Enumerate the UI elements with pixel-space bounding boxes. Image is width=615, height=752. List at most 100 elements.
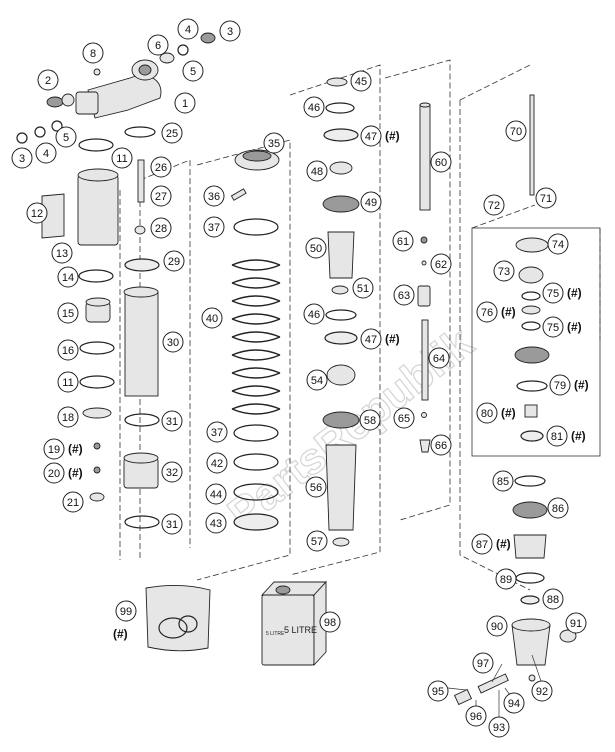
svg-text:74: 74 [552, 239, 564, 251]
callout-37-a: 37 [203, 216, 225, 238]
callout-80: 80 [476, 402, 498, 424]
hash-75b: (#) [567, 320, 582, 334]
svg-text:65: 65 [398, 413, 410, 425]
adjuster-leader-lines [447, 654, 543, 718]
callout-49: 49 [360, 191, 382, 213]
callout-81: 81 [546, 425, 568, 447]
svg-text:8: 8 [90, 48, 96, 60]
callout-31-a: 31 [161, 410, 183, 432]
callout-30: 30 [162, 331, 184, 353]
svg-text:40: 40 [206, 313, 218, 325]
svg-text:32: 32 [166, 467, 178, 479]
svg-text:12: 12 [31, 208, 43, 220]
svg-text:56: 56 [310, 482, 322, 494]
callout-91: 91 [565, 612, 587, 634]
svg-text:1: 1 [182, 98, 188, 110]
damper-body [123, 159, 160, 489]
callout-94: 94 [503, 692, 525, 714]
svg-text:47: 47 [365, 131, 377, 143]
callout-75-a: 75 [542, 282, 564, 304]
svg-text:13: 13 [56, 248, 68, 260]
hash-20: (#) [68, 466, 83, 480]
svg-text:98: 98 [324, 617, 336, 629]
callout-95: 95 [427, 680, 449, 702]
svg-text:73: 73 [498, 266, 510, 278]
hash-79: (#) [574, 378, 589, 392]
piston-rod-parts [417, 102, 431, 453]
callout-47-a: 47 [360, 125, 382, 147]
hash-81: (#) [571, 429, 586, 443]
callout-11-a: 11 [111, 147, 133, 169]
callout-4-left: 4 [35, 142, 57, 164]
callout-40: 40 [201, 307, 223, 329]
svg-text:43: 43 [210, 518, 222, 530]
callout-74: 74 [547, 233, 569, 255]
oil-can: 5 LITRE 5 LITRE [260, 580, 328, 667]
callout-13: 13 [51, 242, 73, 264]
svg-text:76: 76 [481, 307, 493, 319]
svg-text:91: 91 [570, 618, 582, 630]
callout-18: 18 [57, 406, 79, 428]
hash-47a: (#) [385, 129, 400, 143]
callout-43: 43 [205, 512, 227, 534]
callout-93: 93 [488, 716, 510, 738]
svg-text:95: 95 [432, 686, 444, 698]
svg-text:26: 26 [155, 162, 167, 174]
svg-text:60: 60 [435, 157, 447, 169]
svg-text:54: 54 [311, 375, 323, 387]
callout-16: 16 [57, 339, 79, 361]
callout-92: 92 [531, 680, 553, 702]
svg-text:5: 5 [190, 66, 196, 78]
svg-text:48: 48 [311, 166, 323, 178]
svg-text:11: 11 [116, 153, 127, 165]
callout-8: 8 [82, 42, 104, 64]
callout-54: 54 [306, 369, 328, 391]
svg-text:79: 79 [554, 380, 566, 392]
hash-76: (#) [501, 305, 516, 319]
svg-text:64: 64 [433, 353, 445, 365]
spring-column-parts [230, 149, 281, 531]
hash-99: (#) [113, 627, 128, 641]
callout-58: 58 [359, 409, 381, 431]
piston-parts [82, 297, 112, 502]
callout-96: 96 [465, 705, 487, 727]
svg-text:72: 72 [488, 200, 500, 212]
callout-4-top: 4 [177, 18, 199, 40]
svg-text:85: 85 [497, 476, 509, 488]
callout-98: 98 [319, 611, 341, 633]
callout-88: 88 [542, 588, 564, 610]
left-seals-and-rings [78, 126, 160, 529]
callout-87: 87 [471, 533, 493, 555]
callout-25: 25 [161, 122, 183, 144]
svg-text:25: 25 [166, 128, 178, 140]
callout-99: 99 [115, 600, 137, 622]
callout-60: 60 [430, 151, 452, 173]
svg-text:16: 16 [62, 345, 74, 357]
callout-61: 61 [392, 230, 414, 252]
svg-text:28: 28 [155, 223, 167, 235]
callout-79: 79 [549, 374, 571, 396]
callout-27: 27 [150, 185, 172, 207]
svg-text:4: 4 [185, 24, 191, 36]
svg-text:18: 18 [62, 412, 74, 424]
oil-can-side-label: 5 LITRE [266, 631, 285, 637]
repair-kit-bag [145, 584, 211, 652]
callout-56: 56 [305, 476, 327, 498]
callout-66: 66 [430, 434, 452, 456]
svg-text:4: 4 [43, 148, 49, 160]
callout-70: 70 [505, 120, 527, 142]
svg-text:88: 88 [547, 594, 559, 606]
shim-column-parts [322, 77, 360, 547]
svg-text:97: 97 [477, 658, 489, 670]
svg-text:31: 31 [166, 519, 178, 531]
svg-text:21: 21 [67, 497, 79, 509]
svg-text:19: 19 [48, 444, 60, 456]
hash-75a: (#) [567, 286, 582, 300]
svg-text:35: 35 [268, 138, 280, 150]
callout-31-b: 31 [161, 513, 183, 535]
callout-86: 86 [547, 497, 569, 519]
svg-text:14: 14 [62, 272, 74, 284]
svg-text:3: 3 [227, 26, 233, 38]
callout-21: 21 [62, 491, 84, 513]
svg-text:49: 49 [365, 197, 377, 209]
